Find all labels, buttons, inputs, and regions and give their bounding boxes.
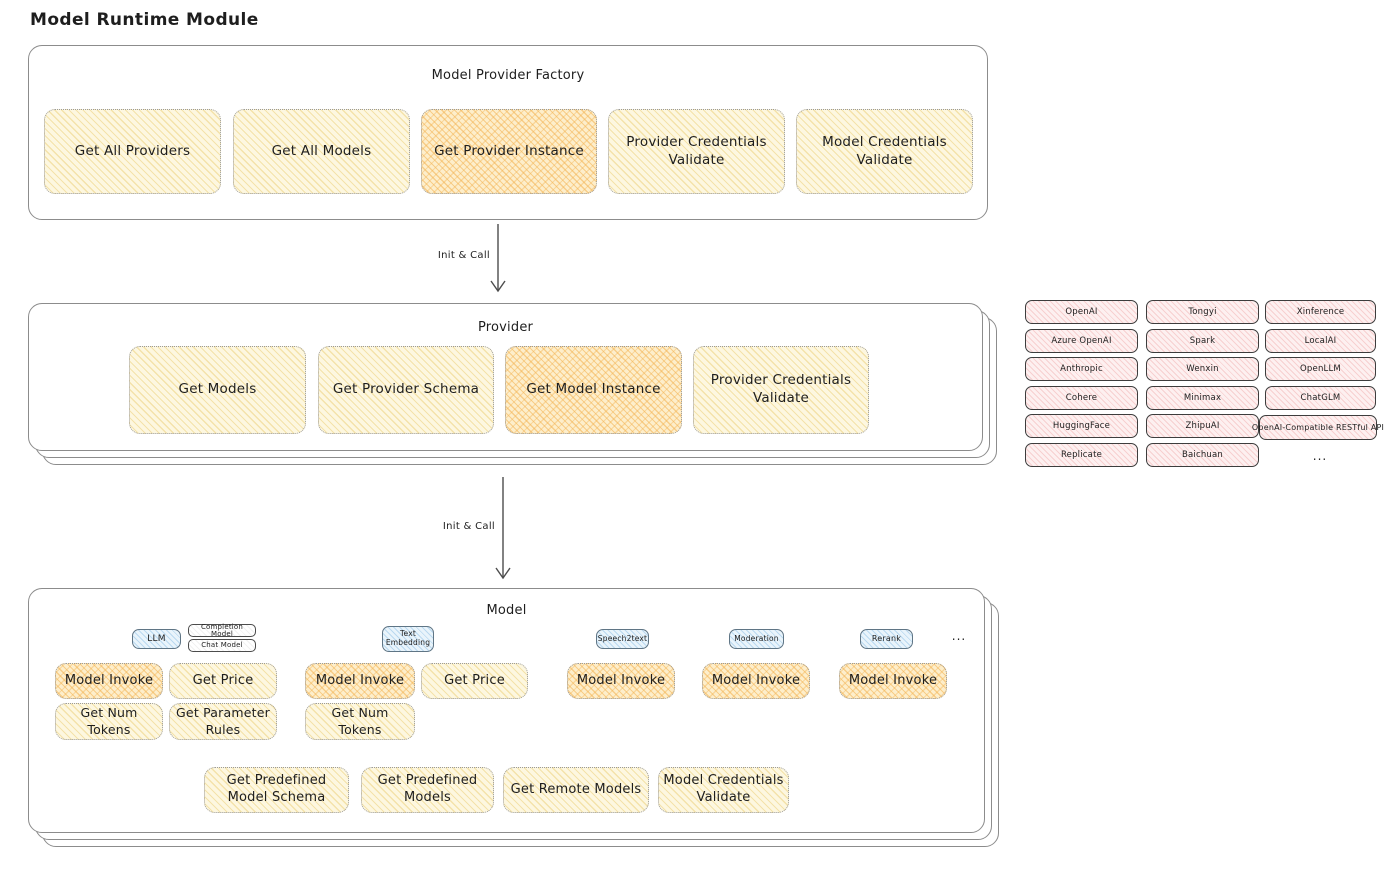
model-credentials-validate-btn: Model Credentials Validate [658,767,789,813]
get-predefined-models-btn: Get Predefined Models [361,767,494,813]
provider-list-more: ... [1312,449,1328,463]
model-box: Model LLM Completion Model Chat Model Te… [28,588,985,833]
provider-chip-baichuan: Baichuan [1146,443,1259,467]
get-remote-models-btn: Get Remote Models [503,767,649,813]
provider-chip-chatglm: ChatGLM [1265,386,1376,410]
moderation-model-invoke-btn: Model Invoke [702,663,810,699]
factory-btn-get-provider-instance: Get Provider Instance [421,109,597,194]
provider-chip-minimax: Minimax [1146,386,1259,410]
provider-title: Provider [477,320,534,335]
llm-get-price-btn: Get Price [169,663,277,699]
text-embedding-get-price-btn: Get Price [421,663,528,699]
provider-chip-anthropic: Anthropic [1025,357,1138,381]
init-call-label-2: Init & Call [442,521,495,532]
provider-chip-openllm: OpenLLM [1265,357,1376,381]
provider-box: Provider Get Models Get Provider Schema … [28,303,983,451]
provider-chip-xinference: Xinference [1265,300,1376,324]
text-embedding-get-num-tokens-btn: Get Num Tokens [305,703,415,740]
arrow-down-icon [495,477,511,580]
provider-chip-zhipuai: ZhipuAI [1146,414,1259,438]
llm-get-num-tokens-btn: Get Num Tokens [55,703,163,740]
speech2text-model-invoke-btn: Model Invoke [567,663,675,699]
provider-chip-azure-openai: Azure OpenAI [1025,329,1138,353]
provider-chip-huggingface: HuggingFace [1025,414,1138,438]
model-title: Model [486,603,527,618]
tag-moderation: Moderation [729,629,784,649]
provider-chip-openai-compatible-restful-api: OpenAI-Compatible RESTful API [1252,415,1384,440]
init-call-label-1: Init & Call [437,250,490,261]
arrow-down-icon [490,224,506,293]
model-provider-factory-box: Model Provider Factory Get All Providers… [28,45,988,220]
factory-btn-model-credentials-validate: Model Credentials Validate [796,109,973,194]
factory-title: Model Provider Factory [431,68,585,83]
llm-model-invoke-btn: Model Invoke [55,663,163,699]
text-embedding-model-invoke-btn: Model Invoke [305,663,415,699]
tag-llm: LLM [132,629,181,649]
provider-btn-provider-credentials-validate: Provider Credentials Validate [693,346,869,434]
provider-btn-get-provider-schema: Get Provider Schema [318,346,494,434]
provider-chip-openai: OpenAI [1025,300,1138,324]
tag-rerank: Rerank [860,629,913,649]
tag-chat-model: Chat Model [188,639,256,652]
factory-btn-get-all-models: Get All Models [233,109,410,194]
provider-chip-localai: LocalAI [1265,329,1376,353]
provider-chip-replicate: Replicate [1025,443,1138,467]
factory-btn-get-all-providers: Get All Providers [44,109,221,194]
page-title: Model Runtime Module [30,10,259,30]
llm-get-parameter-rules-btn: Get Parameter Rules [169,703,277,740]
model-types-more: ... [951,629,967,643]
rerank-model-invoke-btn: Model Invoke [839,663,947,699]
get-predefined-model-schema-btn: Get Predefined Model Schema [204,767,349,813]
tag-speech2text: Speech2text [596,629,649,649]
provider-chip-spark: Spark [1146,329,1259,353]
provider-btn-get-model-instance: Get Model Instance [505,346,682,434]
provider-chip-tongyi: Tongyi [1146,300,1259,324]
tag-text-embedding: Text Embedding [382,626,434,652]
factory-btn-provider-credentials-validate: Provider Credentials Validate [608,109,785,194]
provider-btn-get-models: Get Models [129,346,306,434]
provider-chip-cohere: Cohere [1025,386,1138,410]
tag-completion-model: Completion Model [188,623,256,637]
provider-chip-wenxin: Wenxin [1146,357,1259,381]
